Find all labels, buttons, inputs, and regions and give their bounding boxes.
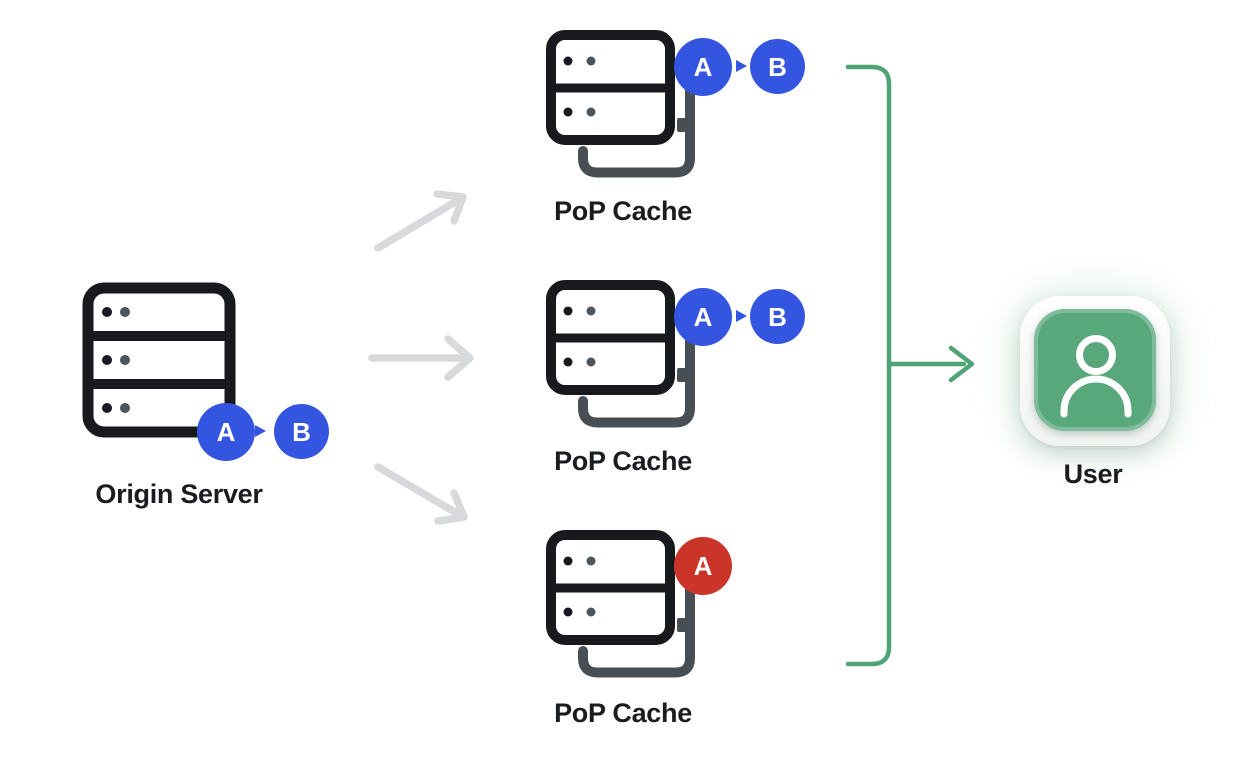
- pop-cache-icon-1: [546, 30, 695, 178]
- pop-cache-label-3: PoP Cache: [554, 698, 692, 728]
- pop-cache-label-2: PoP Cache: [554, 446, 692, 476]
- pop2-object-b-badge: B: [750, 289, 805, 344]
- arrow-origin-to-pop2: [368, 335, 474, 381]
- pop-cache-icon-3: [546, 530, 695, 678]
- pop-cache-icon-2: [546, 280, 695, 428]
- pop2-object-a-badge: A: [674, 288, 732, 346]
- user-icon-tile: [1020, 296, 1170, 446]
- pop1-object-a-badge: A: [674, 38, 732, 96]
- origin-flow-triangle-icon: [255, 425, 266, 437]
- pop-cache-label-1: PoP Cache: [554, 196, 692, 226]
- origin-object-a-badge: A: [197, 403, 255, 461]
- pop1-object-b-badge: B: [750, 39, 805, 94]
- origin-object-b-badge: B: [274, 404, 329, 459]
- pop-merge-bracket: [845, 64, 892, 667]
- user-label: User: [1063, 459, 1123, 489]
- user-icon-inner: [1034, 309, 1156, 431]
- pop2-flow-triangle-icon: [736, 310, 747, 322]
- pop3-object-a-badge: A: [674, 537, 732, 595]
- arrow-origin-to-pop3: [374, 463, 468, 525]
- arrow-bracket-to-user: [886, 345, 975, 383]
- pop1-flow-triangle-icon: [736, 60, 747, 72]
- origin-server-icon: [82, 282, 236, 438]
- arrow-origin-to-pop1: [374, 190, 467, 252]
- origin-server-label: Origin Server: [95, 479, 263, 509]
- user-person-icon: [1060, 335, 1132, 418]
